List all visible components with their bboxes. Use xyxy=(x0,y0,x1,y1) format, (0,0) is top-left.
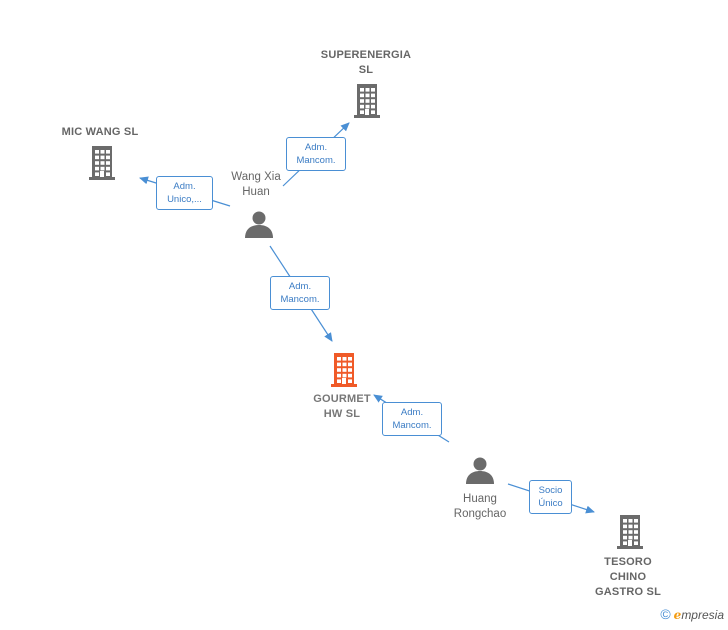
node-label-gourmet[interactable]: GOURMET HW SL xyxy=(292,392,392,422)
main-building-icon[interactable] xyxy=(331,353,357,387)
edge-label-line: Mancom. xyxy=(392,420,432,431)
edge-label-line: Adm. xyxy=(304,142,328,153)
edge-label-line: Socio xyxy=(538,485,563,496)
label-line: HW SL xyxy=(323,408,361,420)
person-icon[interactable] xyxy=(245,211,273,239)
edge-label-line: Mancom. xyxy=(280,294,320,305)
label-line: Wang Xia xyxy=(231,171,281,183)
label-line: MIC WANG SL xyxy=(61,126,139,138)
label-line: CHINO xyxy=(609,571,647,583)
building-icon[interactable] xyxy=(617,515,643,549)
label-line: Rongchao xyxy=(453,508,507,520)
edge-label-wang-gourmet[interactable]: Adm. Mancom. xyxy=(270,276,330,310)
person-icon[interactable] xyxy=(466,457,494,485)
label-line: GOURMET xyxy=(313,393,371,405)
label-line: TESORO xyxy=(604,556,652,568)
empresia-logo: ©empresia xyxy=(660,606,724,622)
node-label-huang-rongchao[interactable]: Huang Rongchao xyxy=(438,492,522,522)
edge-label-line: Adm. xyxy=(288,281,312,292)
edge-label-line: Unico,... xyxy=(167,194,202,205)
label-line: Huan xyxy=(242,186,270,198)
building-icon[interactable] xyxy=(89,146,115,180)
edge-label-line: Adm. xyxy=(173,181,196,192)
node-label-wang-xia-huan[interactable]: Wang Xia Huan xyxy=(216,170,296,200)
label-line: SUPERENERGIA xyxy=(320,49,412,61)
edge-label-wang-micwang[interactable]: Adm. Unico,... xyxy=(156,176,213,210)
edge-label-line: Único xyxy=(538,498,563,509)
edge-label-wang-superenergia[interactable]: Adm. Mancom. xyxy=(286,137,346,171)
label-line: SL xyxy=(358,64,374,76)
node-label-tesoro[interactable]: TESORO CHINO GASTRO SL xyxy=(578,555,678,600)
building-icon[interactable] xyxy=(354,84,380,118)
edge-label-line: Adm. xyxy=(400,407,424,418)
brand-e: e xyxy=(673,608,682,622)
node-label-superenergia[interactable]: SUPERENERGIA SL xyxy=(306,48,426,78)
node-label-mic-wang[interactable]: MIC WANG SL xyxy=(40,125,160,140)
edge-label-huang-gourmet[interactable]: Adm. Mancom. xyxy=(382,402,442,436)
edge-label-huang-tesoro[interactable]: Socio Único xyxy=(529,480,572,514)
label-line: GASTRO SL xyxy=(595,586,661,598)
brand-rest: mpresia xyxy=(681,608,724,622)
edge-label-line: Mancom. xyxy=(296,155,336,166)
copyright-icon: © xyxy=(660,606,671,622)
label-line: Huang xyxy=(463,493,497,505)
